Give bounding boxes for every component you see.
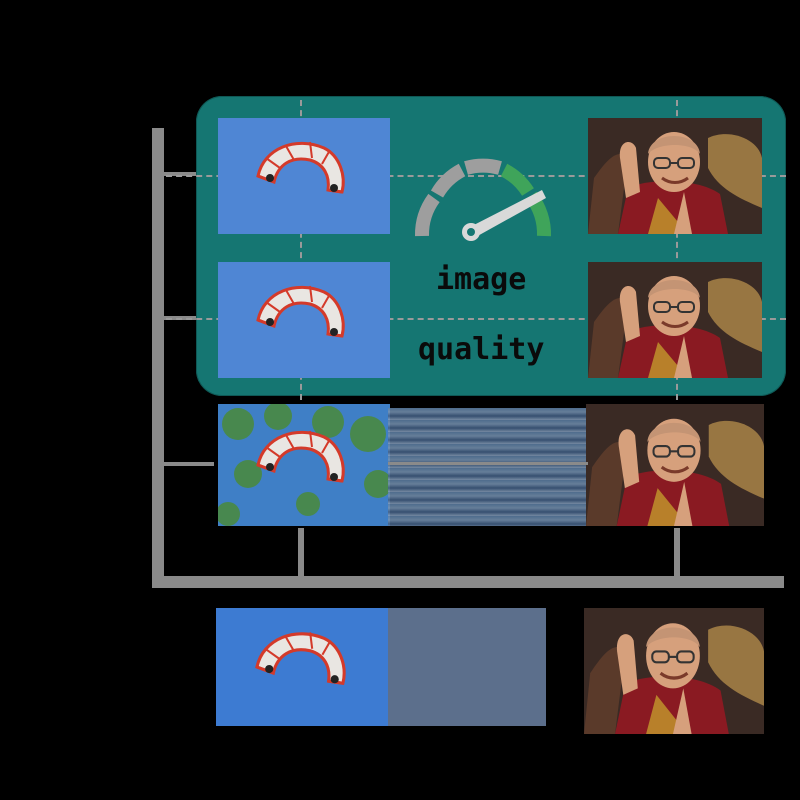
- guide-dash-col2: [676, 100, 678, 400]
- guide-dash-row3: [388, 462, 588, 465]
- speedometer-gauge-icon: [404, 146, 562, 242]
- y-tick-3: [164, 462, 214, 466]
- portrait-image-reference: [584, 608, 764, 734]
- portrait-image-row2: [588, 262, 762, 378]
- guide-dash-row1: [166, 175, 786, 177]
- portrait-image-row3-distorted: [586, 404, 764, 526]
- distortion-bar-row3: [388, 408, 586, 526]
- bar-notch-2: [546, 636, 554, 650]
- label-quality: quality: [418, 332, 545, 367]
- kite-image-row3-distorted: [218, 404, 390, 526]
- y-axis: [152, 128, 164, 588]
- kite-image-row1: [218, 118, 390, 234]
- kite-image-reference: [216, 608, 392, 726]
- bar-notch-1: [546, 608, 554, 622]
- portrait-image-row1: [588, 118, 762, 234]
- label-image: image: [436, 262, 527, 297]
- guide-dash-row2: [166, 318, 786, 320]
- guide-dash-col1: [300, 100, 302, 400]
- y-tick-1: [164, 172, 204, 176]
- x-tick-2: [674, 528, 680, 576]
- x-tick-1: [298, 528, 304, 576]
- bar-notch-3: [546, 664, 554, 678]
- bar-notch-4: [546, 692, 554, 706]
- kite-image-row2: [218, 262, 390, 378]
- reference-bar-row4: [388, 608, 546, 726]
- x-axis: [152, 576, 784, 588]
